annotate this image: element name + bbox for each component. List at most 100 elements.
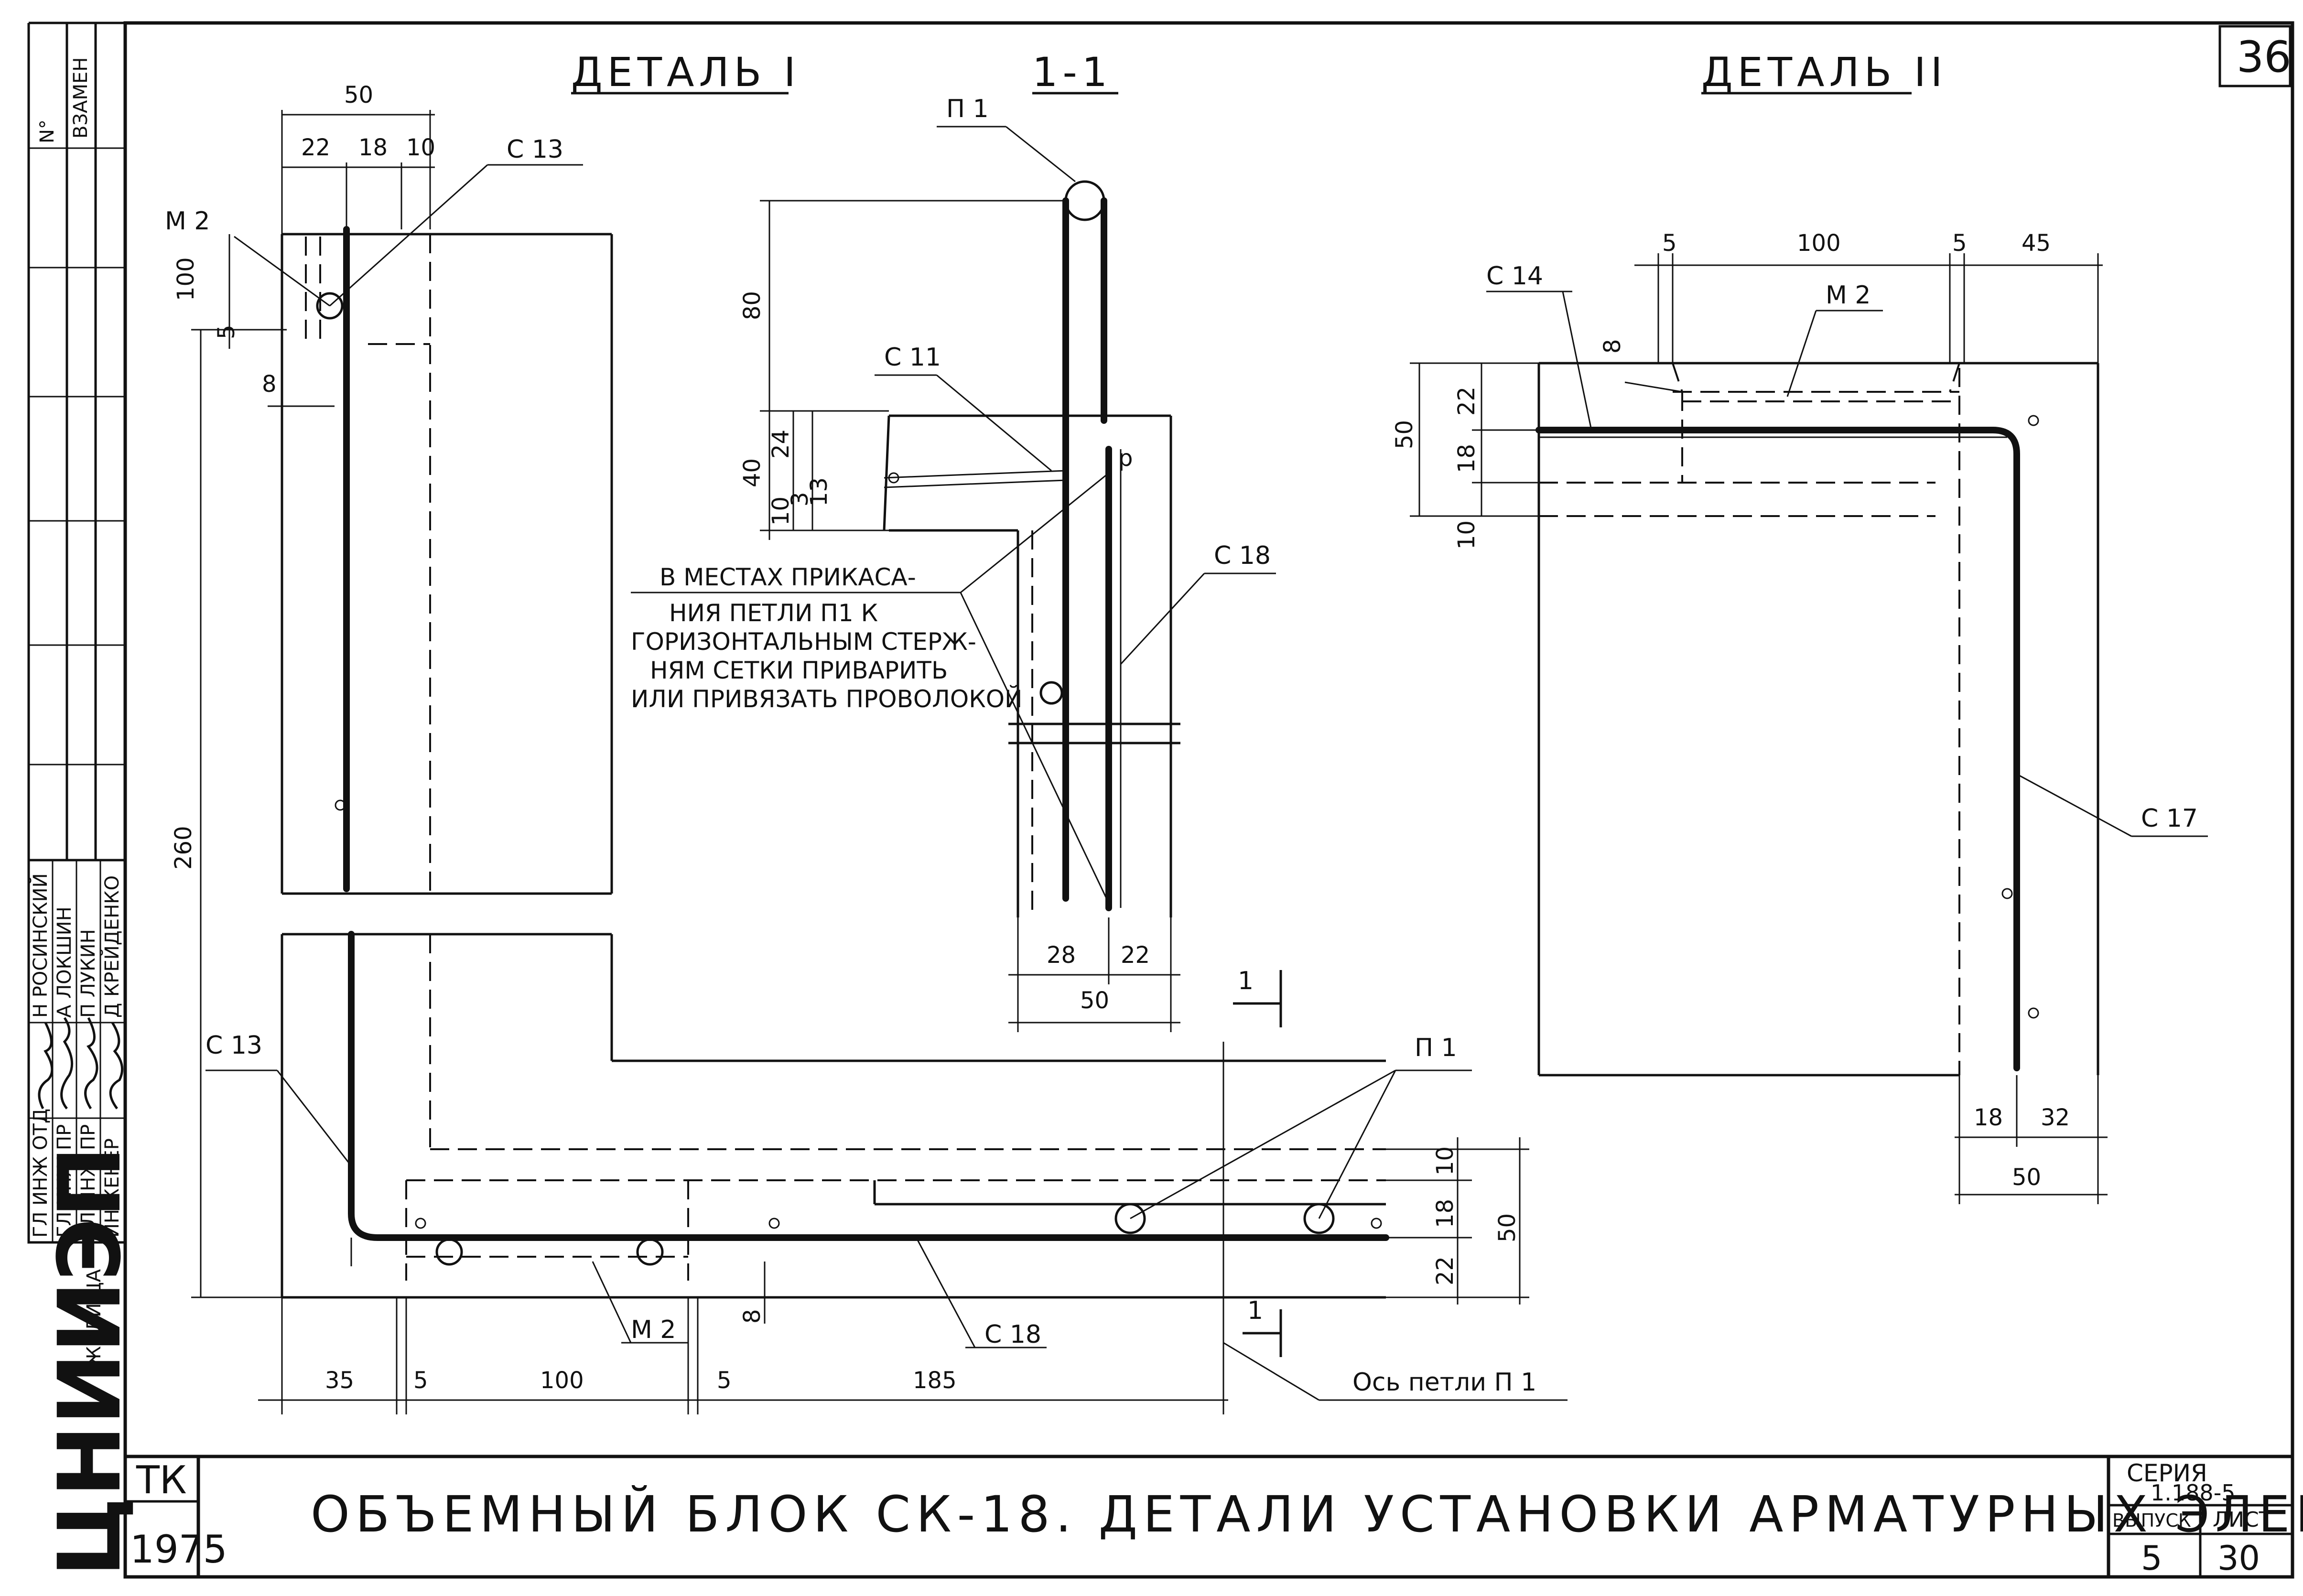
sec-dim-13: 13 (806, 477, 833, 507)
d1-dim-bottom-5a: 5 (413, 1367, 428, 1394)
sec-dim-10: 10 (768, 496, 794, 526)
m2-bar-circle-top (316, 292, 344, 320)
sig-name-2: А ЛОКШИН (54, 906, 76, 1018)
series-value: 1.188-5 (2151, 1480, 2236, 1506)
d2-label-c17: С 17 (2141, 804, 2198, 833)
heading-detail-2: ДЕТАЛЬ II (1701, 49, 1947, 96)
d1-dim-top-total: 50 (344, 82, 373, 108)
section-mark-top: 1 (1238, 967, 1254, 995)
d1-label-c13-top: С 13 (507, 135, 563, 164)
d2-dim-top-100: 100 (1797, 230, 1841, 257)
detail-2-drawing: 5 100 5 45 8 22 50 18 10 18 32 50 С 14 М… (1391, 230, 2208, 1204)
sec-dim-24: 24 (768, 430, 794, 459)
note-line-2: НИЯ ПЕТЛИ П1 К (669, 599, 878, 627)
sheet-value: 30 (2217, 1539, 2260, 1578)
detail-1-drawing: 50 22 18 10 100 5 8 260 35 5 100 5 185 1 (165, 82, 1568, 1414)
d1-dim-small-8: 8 (739, 1309, 766, 1324)
left-margin: N° ВЗАМЕН ГЛ ИНЖ ОТД Н РОСИНСКИЙ ГЛ ИНЖ … (27, 22, 140, 1577)
d1-dim-left-8: 8 (262, 371, 277, 398)
sig-role-3: ГЛ ИНЖ ПР (77, 1124, 99, 1238)
d1-label-c18: С 18 (984, 1320, 1041, 1349)
heading-section: 1-1 (1032, 49, 1112, 96)
loop-p1-top (1064, 180, 1105, 221)
institute-logo: ЦНИИЭП (40, 1146, 140, 1577)
sec-label-c11: С 11 (884, 343, 941, 372)
svg-text:р: р (1118, 445, 1133, 472)
d2-dim-bottom-18: 18 (1974, 1104, 2003, 1131)
sec-dim-40: 40 (739, 458, 766, 487)
d1-label-m2-top: М 2 (165, 207, 210, 236)
d1-dim-right-10: 10 (1432, 1146, 1459, 1175)
d2-dim-left-50: 50 (1391, 420, 1418, 449)
note-line-1: В МЕСТАХ ПРИКАСА- (660, 563, 916, 591)
loop-p1-circle-2 (1303, 1203, 1335, 1234)
sec-label-c18: С 18 (1214, 541, 1271, 570)
drawing-title: ОБЪЕМНЫЙ БЛОК СК-18. ДЕТАЛИ УСТАНОВКИ АР… (311, 1485, 2303, 1543)
sheet-number-box (2218, 25, 2292, 87)
d1-label-m2-bottom: М 2 (631, 1316, 676, 1344)
d2-dim-top-45: 45 (2022, 230, 2051, 257)
sig-role-2: ГЛ ИНЖ ПР (54, 1124, 76, 1238)
sec-dim-3: 3 (787, 492, 813, 507)
d2-dim-left-8: 8 (1599, 339, 1626, 354)
sheet-number: 36 (2237, 32, 2292, 82)
issue-label: ВЫПУСК (2112, 1510, 2191, 1531)
issue-value: 5 (2141, 1539, 2162, 1578)
note-line-5: ИЛИ ПРИВЯЗАТЬ ПРОВОЛОКОЙ (631, 685, 1022, 713)
d1-dim-left-5: 5 (213, 324, 240, 339)
sig-name-4: Д КРЕЙДЕНКО (100, 875, 123, 1018)
d1-dim-left-100: 100 (173, 257, 199, 301)
d2-dim-top-5a: 5 (1662, 230, 1677, 257)
label-loop-axis: Ось петли П 1 (1352, 1368, 1536, 1397)
sec-label-p1: П 1 (946, 95, 989, 123)
d1-dim-bottom-5b: 5 (717, 1367, 732, 1394)
d2-dim-bottom-50: 50 (2012, 1164, 2041, 1191)
note-line-3: ГОРИЗОНТАЛЬНЫМ СТЕРЖ- (631, 628, 976, 656)
section-1-1-drawing: р 80 40 24 3 13 10 28 22 50 П 1 С 11 С 1… (631, 95, 1276, 1032)
d1-label-c13-bottom: С 13 (205, 1031, 262, 1060)
d1-dim-right-22: 22 (1432, 1256, 1459, 1285)
d2-label-c14: С 14 (1486, 262, 1543, 291)
d2-dim-left-18: 18 (1453, 444, 1480, 473)
sig-role-4: ИНЖЕНЕР (101, 1138, 123, 1238)
sig-name-1: Н РОСИНСКИЙ (29, 873, 52, 1018)
sec-dim-22: 22 (1121, 942, 1150, 969)
d1-dim-left-260: 260 (170, 826, 197, 870)
sig-name-3: П ЛУКИН (77, 929, 99, 1018)
d1-label-p1: П 1 (1415, 1034, 1457, 1062)
note-line-4: НЯМ СЕТКИ ПРИВАРИТЬ (650, 657, 948, 684)
signature-1 (38, 1022, 54, 1110)
m2-bar-circle-left (435, 1238, 463, 1266)
d1-dim-top-a: 22 (301, 134, 330, 161)
sig-role-1: ГЛ ИНЖ ОТД (30, 1109, 52, 1238)
loop-p1-circle-1 (1114, 1203, 1146, 1234)
section-mark-bottom: 1 (1247, 1296, 1263, 1325)
title-year: 1975 (130, 1527, 227, 1572)
signature-4 (109, 1022, 124, 1110)
series-label: СЕРИЯ (2127, 1459, 2207, 1487)
d1-dim-right-18: 18 (1432, 1199, 1459, 1228)
d2-label-m2: М 2 (1826, 281, 1871, 310)
signature-3 (84, 1017, 98, 1110)
signature-2 (60, 1017, 74, 1110)
d1-dim-top-c: 10 (406, 134, 435, 161)
corner-stamp-replace: ВЗАМЕН (70, 57, 92, 139)
sec-dim-80: 80 (739, 291, 766, 320)
d2-dim-top-5b: 5 (1952, 230, 1967, 257)
d2-dim-bottom-32: 32 (2041, 1104, 2070, 1131)
title-code: ТК (136, 1458, 187, 1502)
outer-frame (123, 21, 2294, 1579)
d1-dim-right-50: 50 (1494, 1213, 1521, 1242)
d1-dim-bottom-35: 35 (325, 1367, 354, 1394)
d1-dim-bottom-185: 185 (913, 1367, 957, 1394)
sheet-label: ЛИСТ (2213, 1508, 2272, 1532)
heading-detail-1: ДЕТАЛЬ I (571, 49, 800, 96)
d2-dim-left-10: 10 (1453, 520, 1480, 550)
d1-dim-top-b: 18 (358, 134, 388, 161)
corner-stamp-no: N° (36, 119, 58, 143)
sec-dim-28: 28 (1047, 942, 1076, 969)
institute-suffix: ЖИЛИЩА (83, 1269, 105, 1367)
d1-dim-bottom-100: 100 (540, 1367, 584, 1394)
sec-dim-50: 50 (1080, 987, 1109, 1014)
